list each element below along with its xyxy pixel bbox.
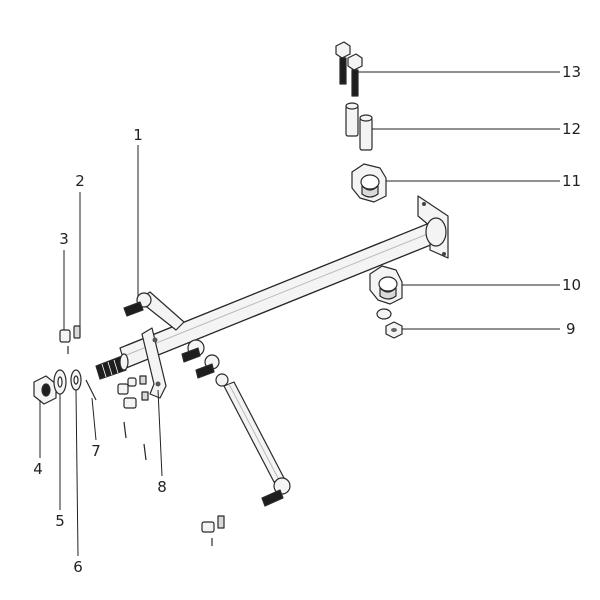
large-nut-4 xyxy=(33,375,57,405)
callout-7: 7 xyxy=(91,442,101,460)
pin-washer-2 xyxy=(73,325,81,339)
tie-rod-lower xyxy=(223,381,291,507)
clamp-bracket-10 xyxy=(369,265,403,305)
callout-2: 2 xyxy=(75,172,85,190)
callout-9: 9 xyxy=(566,320,576,338)
callout-12: 12 xyxy=(562,120,581,138)
callout-3: 3 xyxy=(59,230,69,248)
tie-rod-end-upper xyxy=(123,291,185,331)
callout-5: 5 xyxy=(55,512,65,530)
callout-8: 8 xyxy=(157,478,167,496)
bolts-13 xyxy=(335,41,363,97)
small-hardware-cluster xyxy=(117,375,149,461)
leader-lines xyxy=(39,71,560,557)
small-nut-3 xyxy=(59,329,71,354)
callout-4: 4 xyxy=(33,460,43,478)
flange-nut-9 xyxy=(376,308,403,339)
callout-labels: 1 2 3 4 5 6 7 8 9 10 11 12 13 xyxy=(33,63,581,576)
callout-13: 13 xyxy=(562,63,581,81)
callout-6: 6 xyxy=(73,558,83,576)
bracket-plate xyxy=(141,327,167,399)
clamp-bracket-11 xyxy=(351,163,387,203)
thin-washer-6 xyxy=(70,369,82,391)
bushings-12 xyxy=(345,102,373,151)
callout-11: 11 xyxy=(562,172,581,190)
cotter-pin-7 xyxy=(85,379,97,401)
callout-1: 1 xyxy=(133,126,143,144)
center-joint xyxy=(181,339,229,387)
callout-10: 10 xyxy=(562,276,581,294)
washer-5 xyxy=(53,369,67,395)
lower-nut-pair xyxy=(201,515,225,546)
